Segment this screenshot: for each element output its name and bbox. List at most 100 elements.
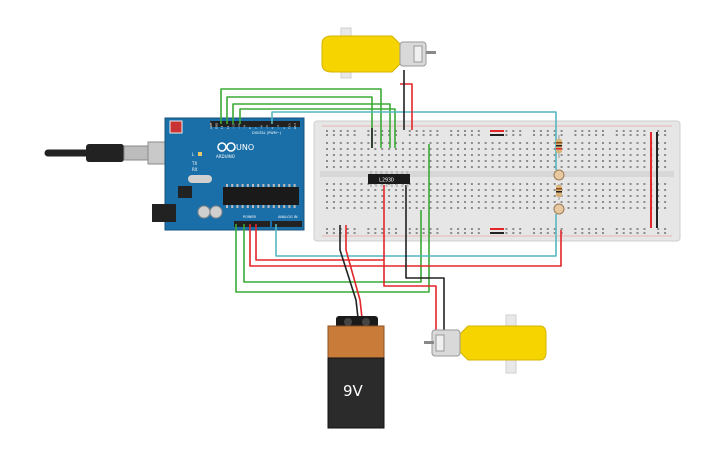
chip-pin [262, 205, 265, 208]
breadboard-hole [526, 148, 529, 150]
breadboard-hole [615, 142, 618, 144]
breadboard-hole [395, 154, 397, 156]
battery-9v: 9V [327, 316, 385, 429]
breadboard-hole [422, 166, 425, 168]
breadboard-hole [512, 142, 515, 144]
breadboard-hole [581, 189, 584, 191]
breadboard-hole [581, 154, 584, 156]
breadboard-hole [477, 183, 480, 185]
breadboard-hole [512, 232, 515, 234]
breadboard-hole [457, 154, 460, 156]
chip-pin [278, 184, 280, 187]
breadboard-hole [498, 195, 501, 197]
breadboard-hole [415, 195, 418, 197]
breadboard-hole [457, 207, 460, 209]
breadboard-hole [505, 183, 508, 185]
breadboard-hole [339, 201, 342, 203]
breadboard-hole [415, 154, 418, 156]
breadboard-hole [470, 166, 473, 168]
breadboard-hole [664, 195, 667, 197]
breadboard-hole [581, 207, 584, 209]
breadboard-hole [422, 189, 425, 191]
breadboard-hole [332, 130, 335, 132]
breadboard-hole [533, 232, 535, 234]
breadboard-hole [643, 160, 646, 162]
breadboard-hole [374, 207, 377, 209]
breadboard-hole [560, 160, 563, 162]
breadboard-hole [388, 134, 391, 136]
digital-pin-label: ~10 [237, 123, 241, 129]
breadboard-hole [512, 228, 515, 230]
breadboard-hole [436, 228, 439, 230]
breadboard-hole [567, 189, 570, 191]
breadboard-hole [381, 142, 384, 144]
breadboard-hole [519, 201, 522, 203]
wire-teal [275, 214, 557, 257]
chip-pin [246, 184, 249, 187]
breadboard-hole [526, 166, 529, 168]
breadboard-hole [381, 228, 384, 230]
ic-pin [380, 184, 383, 187]
breadboard-hole [401, 189, 404, 191]
breadboard-hole [401, 148, 404, 150]
breadboard-hole [595, 232, 598, 234]
breadboard-hole [477, 148, 480, 150]
breadboard-hole [367, 154, 370, 156]
breadboard-hole [539, 154, 542, 156]
chip-pin [231, 184, 234, 187]
breadboard-hole [608, 201, 611, 203]
breadboard-hole [470, 189, 473, 191]
chip-pin [283, 184, 286, 187]
breadboard-hole [546, 166, 549, 168]
breadboard-hole [657, 183, 660, 185]
breadboard-hole [588, 160, 591, 162]
breadboard-hole [429, 148, 432, 150]
breadboard-hole [401, 201, 404, 203]
breadboard-hole [643, 154, 646, 156]
breadboard-hole [367, 142, 370, 144]
breadboard-hole [533, 142, 535, 144]
breadboard-hole [519, 160, 522, 162]
breadboard-hole [643, 228, 646, 230]
breadboard-hole [388, 195, 391, 197]
breadboard-hole [622, 228, 625, 230]
breadboard-hole [615, 134, 618, 136]
breadboard-hole [560, 201, 563, 203]
breadboard-hole [353, 201, 356, 203]
breadboard-hole [339, 166, 342, 168]
breadboard-hole [346, 183, 349, 185]
breadboard-hole [415, 201, 418, 203]
breadboard-hole [422, 148, 425, 150]
reset-button [169, 120, 183, 134]
breadboard-hole [595, 148, 598, 150]
wire-green [220, 88, 382, 148]
breadboard-hole [457, 232, 460, 234]
breadboard-hole [567, 160, 570, 162]
breadboard-hole [533, 207, 535, 209]
breadboard-hole [622, 142, 625, 144]
breadboard-hole [367, 130, 370, 132]
breadboard-hole [429, 142, 432, 144]
wire-black [339, 225, 359, 319]
breadboard-hole [491, 160, 494, 162]
breadboard-hole [657, 166, 660, 168]
breadboard-hole [484, 195, 487, 197]
ic-pin [385, 184, 388, 187]
breadboard-hole [546, 183, 549, 185]
breadboard-hole [374, 189, 377, 191]
power-header-label: POWER [243, 215, 257, 219]
breadboard-hole [339, 207, 342, 209]
breadboard-hole [602, 166, 604, 168]
breadboard-hole [636, 228, 639, 230]
breadboard-hole [346, 142, 349, 144]
breadboard-hole [395, 228, 397, 230]
breadboard-hole [629, 130, 632, 132]
breadboard-hole [636, 160, 639, 162]
breadboard-hole [450, 207, 453, 209]
breadboard-hole [622, 166, 625, 168]
breadboard-hole [422, 154, 425, 156]
breadboard-hole [595, 195, 598, 197]
breadboard-hole [339, 183, 342, 185]
breadboard-hole [450, 228, 453, 230]
chip-pin [226, 184, 228, 187]
